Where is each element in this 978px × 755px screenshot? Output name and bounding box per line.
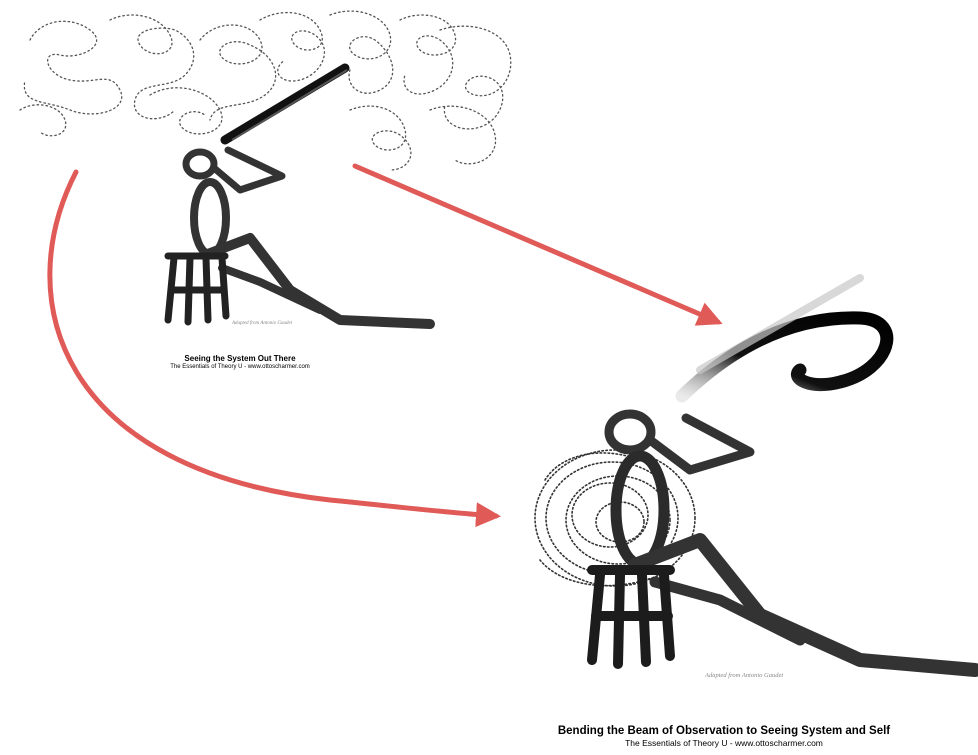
arm-1 xyxy=(214,150,282,190)
head-2 xyxy=(609,414,651,450)
arrow-straight xyxy=(355,166,718,322)
credit-1: Adapted from Antonio Gaudet xyxy=(231,321,293,326)
caption-figure-1: Seeing the System Out There The Essentia… xyxy=(130,354,350,370)
stool-1 xyxy=(168,256,226,322)
head-1 xyxy=(186,152,214,176)
credit-2: Adapted from Antonio Gaudet xyxy=(704,672,783,679)
observation-beam-2 xyxy=(682,318,887,396)
torso-1 xyxy=(194,182,226,254)
observer-figure-1: Adapted from Antonio Gaudet xyxy=(168,68,430,326)
arm-2 xyxy=(650,418,750,470)
leg-2 xyxy=(635,540,975,670)
system-cloud xyxy=(20,11,511,170)
caption-figure-2: Bending the Beam of Observation to Seein… xyxy=(470,725,978,748)
caption-2-subtitle: The Essentials of Theory U - www.ottosch… xyxy=(470,738,978,748)
caption-2-title: Bending the Beam of Observation to Seein… xyxy=(470,725,978,737)
arrow-curved xyxy=(50,172,496,516)
observer-figure-2: Adapted from Antonio Gaudet xyxy=(592,278,975,679)
caption-1-subtitle: The Essentials of Theory U - www.ottosch… xyxy=(130,364,350,370)
caption-1-title: Seeing the System Out There xyxy=(130,354,350,363)
